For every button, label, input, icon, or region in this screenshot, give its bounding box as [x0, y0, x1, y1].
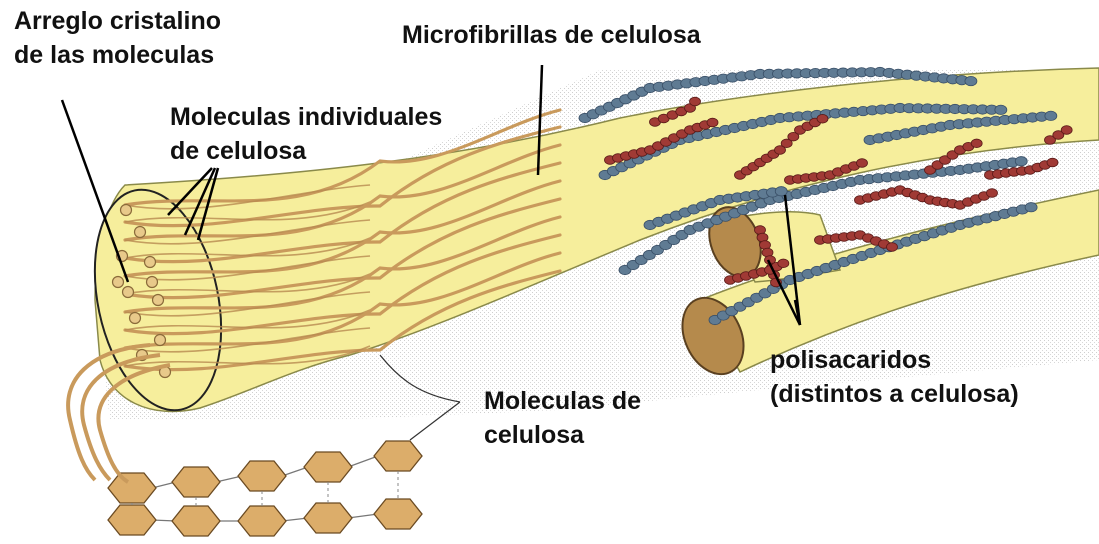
blue-polysaccharide-bead: [1025, 203, 1037, 212]
glucose-hexagon: [108, 473, 156, 503]
molecule-strand-end: [130, 313, 141, 324]
label-moleculas-line1: Moleculas de: [484, 384, 641, 418]
glucose-link: [282, 467, 308, 476]
glucose-link: [348, 514, 378, 518]
red-polysaccharide-bead: [887, 243, 898, 252]
label-polisacaridos: polisacaridos (distintos a celulosa): [770, 343, 1019, 411]
molecule-strand-end: [121, 205, 132, 216]
glucose-hexagon: [238, 461, 286, 491]
label-moleculas-individuales: Moleculas individuales de celulosa: [170, 100, 442, 168]
label-individuales-line2: de celulosa: [170, 134, 442, 168]
red-polysaccharide-bead: [1061, 126, 1072, 135]
blue-polysaccharide-bead: [1045, 111, 1057, 120]
glucose-hexagon: [304, 503, 352, 533]
red-polysaccharide-bead: [971, 139, 982, 148]
molecule-strand-end: [135, 227, 146, 238]
label-arreglo-line1: Arreglo cristalino: [14, 4, 221, 38]
label-polisacaridos-line2: (distintos a celulosa): [770, 377, 1019, 411]
label-polisacaridos-line1: polisacaridos: [770, 343, 1019, 377]
molecule-strand-end: [147, 277, 158, 288]
blue-polysaccharide-bead: [1015, 157, 1027, 166]
label-arreglo-line2: de las moleculas: [14, 38, 221, 72]
red-polysaccharide-bead: [987, 189, 998, 198]
glucose-chain-hexagons: [108, 441, 422, 536]
glucose-hexagon: [172, 467, 220, 497]
glucose-hexagon: [238, 506, 286, 536]
molecule-strand-end: [113, 277, 124, 288]
blue-polysaccharide-bead: [965, 76, 977, 85]
blue-polysaccharide-bead: [995, 105, 1007, 114]
label-arreglo-cristalino: Arreglo cristalino de las moleculas: [14, 4, 221, 72]
glucose-hexagon: [374, 441, 422, 471]
red-polysaccharide-bead: [857, 159, 868, 168]
red-polysaccharide-bead: [707, 118, 718, 127]
glucose-hexagon: [108, 505, 156, 535]
red-polysaccharide-bead: [778, 259, 789, 268]
glucose-hexagon: [374, 499, 422, 529]
label-moleculas-de-celulosa: Moleculas de celulosa: [484, 384, 641, 452]
label-moleculas-line2: celulosa: [484, 418, 641, 452]
glucose-hexagon: [172, 506, 220, 536]
red-polysaccharide-bead: [1047, 158, 1058, 167]
label-microfibrillas: Microfibrillas de celulosa: [402, 18, 701, 52]
glucose-link: [348, 456, 378, 467]
blue-polysaccharide-bead: [775, 187, 787, 196]
red-polysaccharide-bead: [817, 114, 828, 123]
red-polysaccharide-bead: [690, 97, 701, 106]
molecule-strand-end: [155, 335, 166, 346]
glucose-hexagon: [304, 452, 352, 482]
molecule-strand-end: [145, 257, 156, 268]
molecule-strand-end: [123, 287, 134, 298]
molecule-strand-end: [153, 295, 164, 306]
label-individuales-line1: Moleculas individuales: [170, 100, 442, 134]
